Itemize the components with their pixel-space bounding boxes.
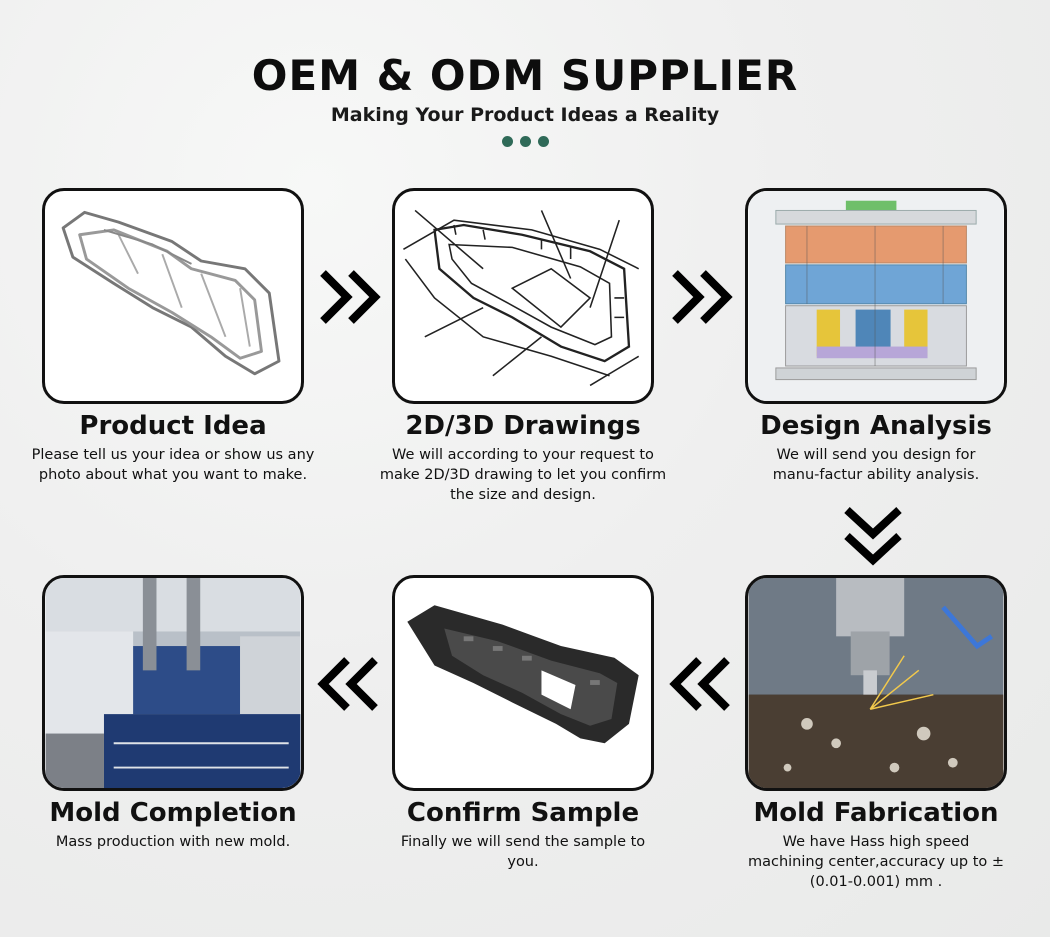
- mold-completion-image: [42, 575, 304, 791]
- factory-photo: [45, 578, 301, 788]
- step-description: Mass production with new mold.: [55, 834, 291, 850]
- step-title: Mold Completion: [49, 798, 297, 828]
- step-description: Please tell us your idea or show us any …: [31, 447, 315, 483]
- chevron-right-icon: [669, 265, 733, 329]
- confirm-sample-image: [392, 575, 654, 791]
- dot-divider: [0, 136, 1050, 147]
- dot: [501, 136, 513, 147]
- sketch-part-image: [61, 210, 281, 376]
- header: OEM & ODM SUPPLIER Making Your Product I…: [0, 52, 1050, 147]
- design-analysis-image: [745, 188, 1007, 404]
- step-title: Design Analysis: [760, 411, 992, 441]
- step-description: We will according to your request to mak…: [379, 447, 667, 503]
- step-title: 2D/3D Drawings: [405, 411, 641, 441]
- machining-photo: [748, 578, 1004, 788]
- mold-fabrication-image: [745, 575, 1007, 791]
- step-title: Confirm Sample: [406, 798, 640, 828]
- step-mold-completion: Mold Completion Mass production with new…: [23, 797, 323, 852]
- step-title: Mold Fabrication: [753, 798, 999, 828]
- step-drawings: 2D/3D Drawings We will according to your…: [373, 410, 673, 505]
- step-description: We will send you design for manu-factur …: [772, 447, 980, 483]
- technical-drawing-image: [403, 209, 640, 387]
- page-subtitle: Making Your Product Ideas a Reality: [330, 104, 720, 126]
- step-description: We have Hass high speed machining center…: [747, 834, 1005, 890]
- chevron-left-icon: [669, 652, 733, 716]
- product-idea-image: [42, 188, 304, 404]
- chevron-left-icon: [317, 652, 381, 716]
- dot: [519, 136, 531, 147]
- step-confirm-sample: Confirm Sample Finally we will send the …: [373, 797, 673, 872]
- step-mold-fabrication: Mold Fabrication We have Hass high speed…: [726, 797, 1026, 892]
- drawings-image: [392, 188, 654, 404]
- step-design-analysis: Design Analysis We will send you design …: [726, 410, 1026, 485]
- step-description: Finally we will send the sample to you.: [400, 834, 646, 870]
- chevron-down-icon: [841, 504, 905, 568]
- chevron-right-icon: [317, 265, 381, 329]
- dot: [537, 136, 549, 147]
- sample-part-image: [407, 605, 639, 744]
- step-title: Product Idea: [79, 411, 267, 441]
- step-product-idea: Product Idea Please tell us your idea or…: [23, 410, 323, 485]
- mold-section-image: [748, 191, 1004, 401]
- page-title: OEM & ODM SUPPLIER: [251, 51, 799, 100]
